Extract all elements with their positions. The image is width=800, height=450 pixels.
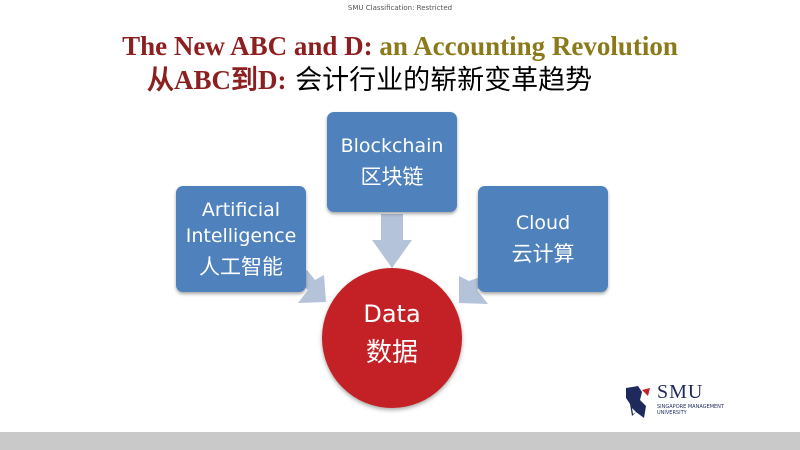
arrow-down-icon xyxy=(372,214,412,268)
node-label-en: Blockchain xyxy=(340,135,444,157)
title-english-part2: an Accounting Revolution xyxy=(372,31,678,61)
node-label-zh: 云计算 xyxy=(511,242,575,266)
node-label-zh: 区块链 xyxy=(360,165,424,189)
node-label-en: Cloud xyxy=(515,212,571,234)
node-blockchain: Blockchain 区块链 xyxy=(327,112,457,212)
title-chinese-part1: 从ABC到D: xyxy=(147,65,287,95)
center-label-zh: 数据 xyxy=(365,338,418,368)
node-artificial-intelligence: Artificial Intelligence 人工智能 xyxy=(176,186,306,292)
classification-label: SMU Classification: Restricted xyxy=(347,4,453,12)
slide: SMU Classification: Restricted The New A… xyxy=(0,0,800,432)
logo-subtitle: SINGAPORE MANAGEMENT UNIVERSITY xyxy=(657,404,724,416)
title-english-part1: The New ABC and D: xyxy=(122,31,373,61)
node-cloud: Cloud 云计算 xyxy=(478,186,608,292)
title-chinese-part2: 会计行业的崭新变革趋势 xyxy=(286,65,593,96)
logo-name: SMU xyxy=(657,381,704,403)
smu-lion-icon xyxy=(626,386,650,418)
node-data-center: Data 数据 xyxy=(322,268,462,408)
slide-title-chinese: 从ABC到D: 会计行业的崭新变革趋势 xyxy=(147,64,592,97)
center-label-en: Data xyxy=(363,300,421,328)
node-label-en: Artificial Intelligence xyxy=(185,199,297,247)
slide-title-english: The New ABC and D: an Accounting Revolut… xyxy=(0,30,800,62)
node-label-zh: 人工智能 xyxy=(199,255,283,279)
